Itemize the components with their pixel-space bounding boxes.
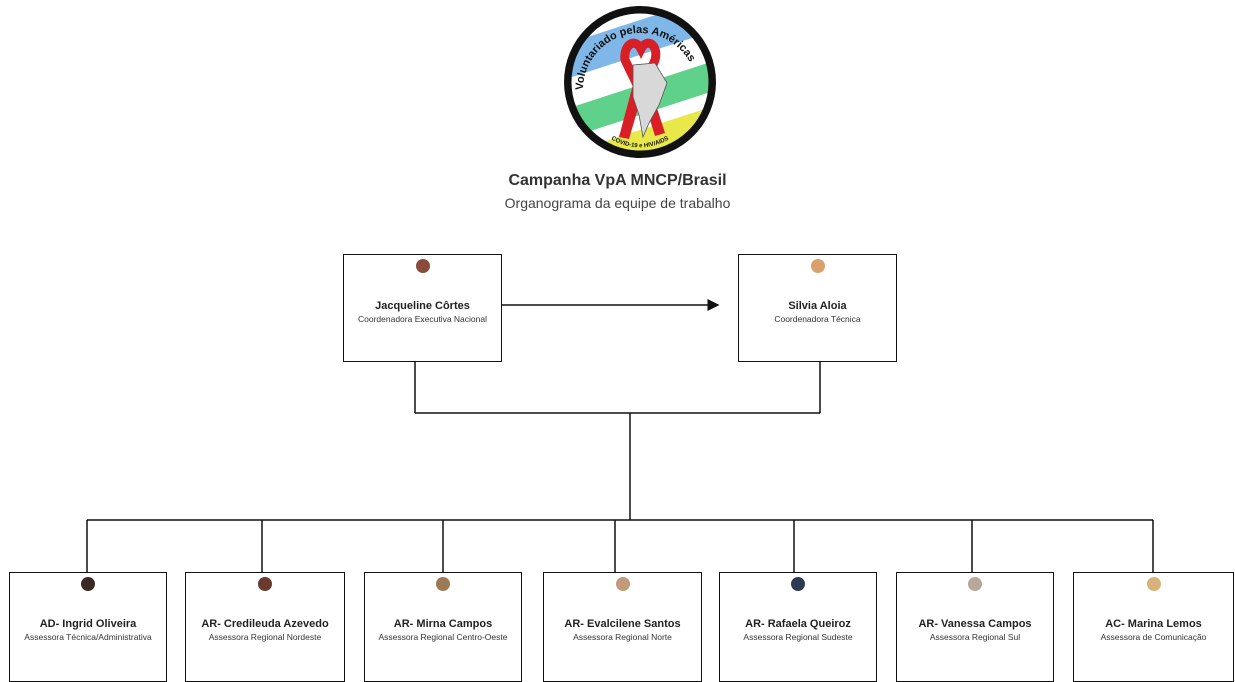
member-name: Silvia Aloia	[788, 300, 847, 312]
page-subtitle: Organograma da equipe de trabalho	[504, 195, 731, 211]
member-role: Coordenadora Executiva Nacional	[358, 314, 487, 324]
leader-box[interactable]: Jacqueline Côrtes Coordenadora Executiva…	[343, 254, 502, 362]
member-role: Assessora Técnica/Administrativa	[24, 632, 152, 642]
member-name: AR- Evalcilene Santos	[564, 618, 681, 630]
member-role: Coordenadora Técnica	[774, 314, 861, 324]
member-role: Assessora Regional Centro-Oeste	[378, 632, 508, 642]
member-name: Jacqueline Côrtes	[375, 300, 470, 312]
avatar	[81, 577, 95, 591]
avatar	[1146, 577, 1161, 591]
team-member-box[interactable]: AR- Vanessa Campos Assessora Regional Su…	[896, 572, 1054, 682]
team-member-box[interactable]: AR- Rafaela Queiroz Assessora Regional S…	[719, 572, 877, 682]
campaign-logo: Voluntariado pelas Américas COVID-19 e H…	[564, 6, 716, 158]
avatar	[810, 259, 825, 273]
member-name: AR- Mirna Campos	[393, 618, 493, 630]
avatar	[615, 577, 630, 591]
avatar	[436, 577, 450, 591]
member-name: AD- Ingrid Oliveira	[39, 618, 137, 630]
team-member-box[interactable]: AR- Evalcilene Santos Assessora Regional…	[543, 572, 702, 682]
avatar	[791, 577, 805, 591]
member-name: AR- Vanessa Campos	[918, 618, 1032, 630]
member-role: Assessora Regional Nordeste	[208, 632, 322, 642]
team-member-box[interactable]: AD- Ingrid Oliveira Assessora Técnica/Ad…	[9, 572, 167, 682]
member-name: AR- Rafaela Queiroz	[745, 618, 851, 630]
avatar	[968, 577, 982, 591]
team-member-box[interactable]: AR- Mirna Campos Assessora Regional Cent…	[364, 572, 522, 682]
avatar	[258, 577, 272, 591]
member-role: Assessora Regional Norte	[573, 632, 672, 642]
leader-box[interactable]: Silvia Aloia Coordenadora Técnica	[738, 254, 897, 362]
member-name: AR- Credileuda Azevedo	[201, 618, 329, 630]
member-role: Assessora Regional Sudeste	[743, 632, 853, 642]
team-member-box[interactable]: AR- Credileuda Azevedo Assessora Regiona…	[185, 572, 345, 682]
team-member-box[interactable]: AC- Marina Lemos Assessora de Comunicaçã…	[1073, 572, 1234, 682]
page-title: Campanha VpA MNCP/Brasil	[508, 172, 727, 189]
member-role: Assessora Regional Sul	[929, 632, 1021, 642]
avatar	[415, 259, 430, 273]
member-role: Assessora de Comunicação	[1100, 632, 1207, 642]
member-name: AC- Marina Lemos	[1105, 618, 1202, 630]
